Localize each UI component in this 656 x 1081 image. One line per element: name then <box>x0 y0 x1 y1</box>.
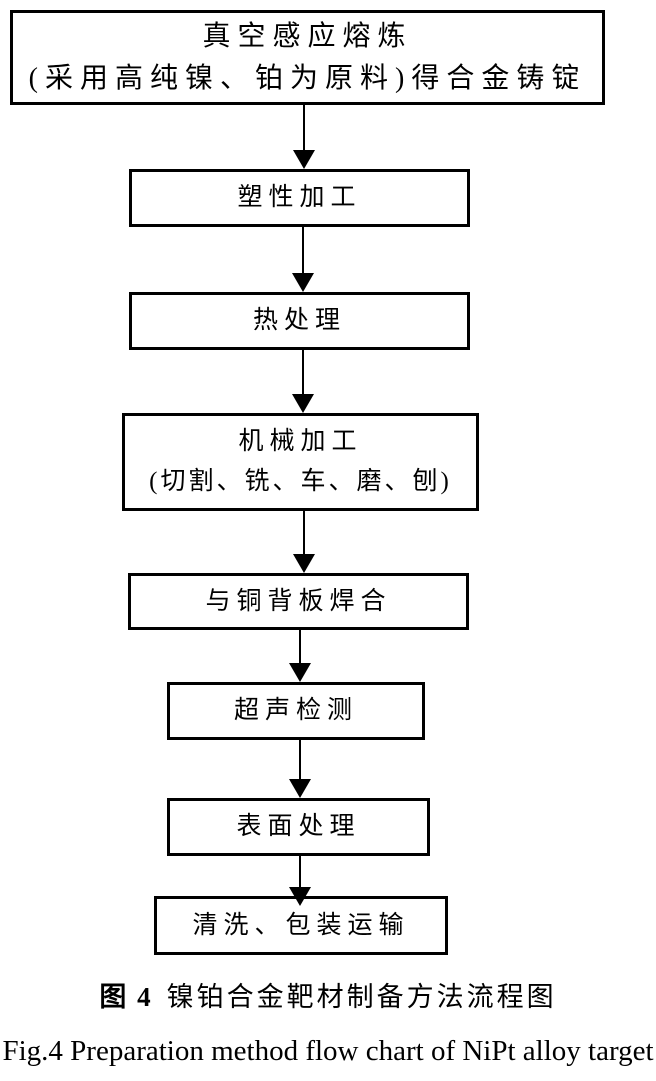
figure-caption-english: Fig.4 Preparation method flow chart of N… <box>2 1035 654 1067</box>
step-text-line: 与铜背板焊合 <box>205 587 392 615</box>
flow-step-plastic-working: 塑性加工 <box>129 169 470 227</box>
arrow-down-icon <box>289 740 311 798</box>
arrow-shaft <box>302 350 304 394</box>
arrow-shaft <box>303 105 305 150</box>
arrow-shaft <box>299 630 301 663</box>
arrow-head <box>292 273 314 292</box>
step-text-line: 超声检测 <box>233 697 358 724</box>
step-text-line: (采用高纯镍、铂为原料)得合金铸锭 <box>28 62 587 94</box>
arrow-down-icon <box>293 105 315 169</box>
flow-step-vacuum-induction-melting: 真空感应熔炼 (采用高纯镍、铂为原料)得合金铸锭 <box>10 10 605 105</box>
arrow-head <box>289 663 311 682</box>
arrow-head <box>289 887 311 906</box>
arrow-shaft <box>299 740 301 779</box>
flow-step-surface-treatment: 表面处理 <box>167 798 430 856</box>
arrow-shaft <box>302 227 304 273</box>
figure-number: 图 4 <box>99 982 153 1012</box>
arrow-head <box>289 779 311 798</box>
arrow-head <box>293 150 315 169</box>
flow-step-machining: 机械加工 (切割、铣、车、磨、刨) <box>122 413 479 511</box>
step-text-line: 塑性加工 <box>237 184 362 211</box>
step-text-line: 真空感应熔炼 <box>202 20 413 52</box>
arrow-shaft <box>303 511 305 554</box>
figure-caption-chinese: 图 4 镍铂合金靶材制备方法流程图 <box>0 979 656 1015</box>
flow-step-ultrasonic-inspection: 超声检测 <box>167 682 425 740</box>
step-text-line: 表面处理 <box>236 813 361 840</box>
step-text-line: (切割、铣、车、磨、刨) <box>149 468 452 495</box>
arrow-down-icon <box>293 511 315 573</box>
arrow-down-icon <box>289 630 311 682</box>
arrow-head <box>292 394 314 413</box>
arrow-down-icon <box>292 350 314 413</box>
arrow-shaft <box>299 856 301 887</box>
arrow-down-icon <box>289 856 311 906</box>
flow-step-bonding-copper-backplate: 与铜背板焊合 <box>128 573 469 630</box>
figure-title-chinese: 镍铂合金靶材制备方法流程图 <box>166 982 557 1012</box>
arrow-head <box>293 554 315 573</box>
step-text-line: 清洗、包装运输 <box>192 911 410 939</box>
step-text-line: 机械加工 <box>238 428 363 455</box>
arrow-down-icon <box>292 227 314 292</box>
step-text-line: 热处理 <box>252 307 346 334</box>
flow-step-heat-treatment: 热处理 <box>129 292 470 350</box>
